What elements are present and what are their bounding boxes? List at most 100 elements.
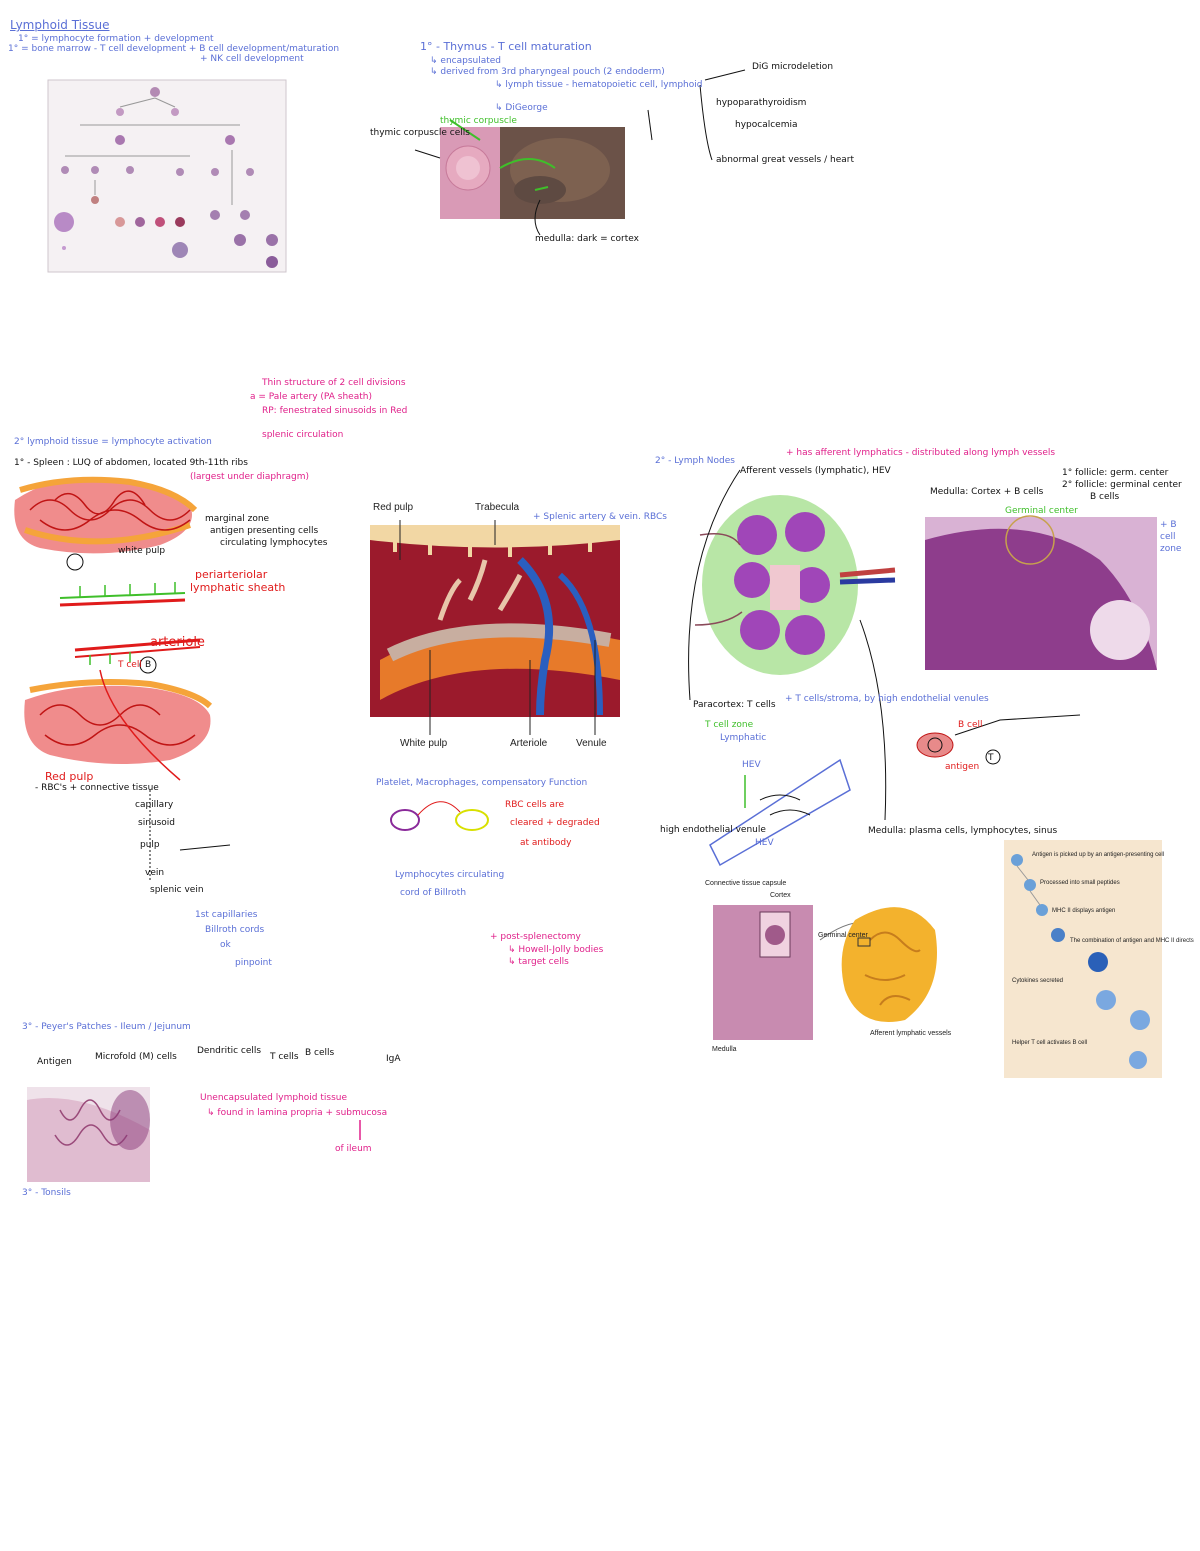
tonsils-heading: 3° - Tonsils: [22, 1188, 71, 1198]
spleen-chain-lines: [149, 790, 489, 880]
thymus-heading: 1° - Thymus - T cell maturation: [420, 40, 592, 53]
lymph-blue-right-2: cell: [1160, 532, 1176, 542]
lymph-fig-label-2: Cortex: [770, 892, 791, 899]
antigen-line-3: MHC II displays antigen: [1052, 908, 1116, 914]
spleen-bcell: B: [145, 660, 152, 670]
thymus-left-notes: thymic corpuscle cells: [370, 128, 470, 138]
spleen-marginal-2: antigen presenting cells: [210, 526, 319, 536]
fig-label-arteriole: Arteriole: [510, 738, 548, 749]
lymph-pink-heading: + has afferent lymphatics - distributed …: [786, 448, 1056, 458]
lymph-medulla-note-3: B cells: [1090, 492, 1120, 502]
lymph-fig-label-1: Connective tissue capsule: [705, 880, 787, 887]
fig-label-trabecula: Trabecula: [475, 502, 520, 513]
spleen-chain-3: pulp: [140, 840, 160, 850]
peyer-flow-2: Microfold (M) cells: [95, 1052, 177, 1062]
hematopoiesis-diagram: [47, 79, 287, 273]
spleen-top-note-1: Thin structure of 2 cell divisions: [262, 378, 406, 388]
spleen-pink-low-1: + post-splenectomy: [490, 932, 581, 942]
lymph-t-zone: T cell zone: [705, 720, 754, 730]
spleen-fig-note: + Splenic artery & vein. RBCs: [533, 512, 667, 522]
antigen-line-2: Processed into small peptides: [1040, 880, 1120, 886]
lymph-blue-right-1: + B: [1160, 520, 1177, 530]
lymph-blood-note-2: antigen: [945, 762, 980, 772]
spleen-marginal-3: circulating lymphocytes: [220, 538, 328, 548]
antigen-line-6: Helper T cell activates B cell: [1012, 1040, 1088, 1046]
thymus-img-label: thymic corpuscle: [440, 116, 517, 126]
page-title: Lymphoid Tissue: [10, 18, 110, 32]
fig-label-venule: Venule: [576, 738, 607, 749]
peyer-heading: 3° - Peyer's Patches - Ileum / Jejunum: [22, 1022, 191, 1032]
spleen-pals: periarteriolar: [195, 568, 268, 581]
fig-label-white-pulp: White pulp: [400, 738, 448, 749]
spleen-blue-bottom-4: pinpoint: [235, 958, 272, 968]
spleen-mid-blue: Platelet, Macrophages, compensatory Func…: [376, 778, 588, 788]
spleen-pink-low-2: ↳ Howell-Jolly bodies: [508, 945, 604, 955]
lymph-flow-2: HEV: [742, 760, 761, 770]
header-line-1: 1° = lymphocyte formation + development: [18, 34, 214, 44]
lymph-fig-label-3: Germinal center: [818, 932, 868, 939]
lymph-fig-label-4: Medulla: [712, 1046, 737, 1053]
spleen-pink-note: (largest under diaphragm): [190, 472, 309, 482]
spleen-sketch-top: [14, 476, 198, 607]
spleen-pink-low-3: ↳ target cells: [508, 957, 569, 967]
peyer-flow-4: T cells: [270, 1052, 299, 1062]
thymus-cardiac: abnormal great vessels / heart: [716, 155, 854, 165]
lymph-hev: HEV: [755, 838, 774, 848]
spleen-blue-bottom-2: Billroth cords: [205, 925, 265, 935]
spleen-sub-heading: 1° - Spleen : LUQ of abdomen, located 9t…: [14, 458, 248, 468]
thymus-hypocal: hypocalcemia: [735, 120, 798, 130]
spleen-mid-red-2: cleared + degraded: [510, 818, 600, 828]
spleen-chain-2: sinusoid: [138, 818, 176, 828]
lymph-cortex-note: + T cells/stroma, by high endothelial ve…: [785, 694, 989, 704]
spleen-pals-2: lymphatic sheath: [190, 581, 286, 594]
lymph-heading: 2° - Lymph Nodes: [655, 456, 735, 466]
spleen-figure: [370, 520, 620, 735]
lymph-medulla-bottom: Medulla: plasma cells, lymphocytes, sinu…: [868, 826, 1058, 836]
peyer-flow-1: Antigen: [37, 1057, 72, 1067]
thymus-line-3: ↳ lymph tissue - hematopoietic cell, lym…: [495, 80, 703, 90]
lymph-blue-right-3: zone: [1160, 544, 1182, 554]
spleen-tcell: T cell: [118, 660, 142, 670]
spleen-blue-mid2-2: cord of Billroth: [400, 888, 467, 898]
lymph-flow-3: high endothelial venule: [660, 825, 766, 835]
peyer-flow-6: IgA: [386, 1054, 401, 1064]
spleen-heading: 2° lymphoid tissue = lymphocyte activati…: [14, 437, 212, 447]
thymus-line-4: ↳ DiGeorge: [495, 103, 548, 113]
lymph-medulla-label: Medulla: Cortex + B cells: [930, 487, 1044, 497]
spleen-splenic-flow: splenic circulation: [262, 430, 344, 440]
thymus-line-2: ↳ derived from 3rd pharyngeal pouch (2 e…: [430, 67, 665, 77]
spleen-white-pulp: white pulp: [118, 546, 166, 556]
lymph-histology: [925, 515, 1157, 670]
lymph-node-figure: [688, 469, 896, 821]
antigen-diagram: [1004, 840, 1162, 1078]
lymph-green-note: Germinal center: [1005, 506, 1078, 516]
spleen-arteriole: arteriole: [150, 635, 205, 650]
peyer-pink-note-3: of ileum: [335, 1144, 372, 1154]
peyer-flow-5: B cells: [305, 1048, 335, 1058]
thymus-arrow-result: DiG microdeletion: [752, 62, 834, 72]
spleen-blue-bottom-1: 1st capillaries: [195, 910, 258, 920]
spleen-chain-4: vein: [145, 868, 165, 878]
thymus-arrows: [647, 69, 746, 161]
spleen-chain-1: capillary: [135, 800, 174, 810]
spleen-red-pulp-sub: - RBC's + connective tissue: [35, 783, 159, 793]
spleen-marginal-1: marginal zone: [205, 514, 270, 524]
thymus-footer: medulla: dark = cortex: [535, 234, 639, 244]
lymph-sub: Afferent vessels (lymphatic), HEV: [740, 466, 891, 476]
fig-label-red-pulp: Red pulp: [373, 502, 414, 513]
peyer-histology: [27, 1087, 361, 1182]
spleen-blue-bottom-3: ok: [220, 940, 231, 950]
spleen-top-note-2: a = Pale artery (PA sheath): [250, 392, 372, 402]
lymph-flow-1: Lymphatic: [720, 733, 767, 743]
header-line-3: + NK cell development: [200, 54, 304, 64]
antigen-line-1: Antigen is picked up by an antigen-prese…: [1032, 852, 1165, 858]
thymus-histology: [414, 119, 625, 236]
lymph-lower-figure: [705, 878, 937, 1043]
lymph-medulla-note-2: 2° follicle: germinal center: [1062, 480, 1182, 490]
peyer-flow-3: Dendritic cells: [197, 1046, 262, 1056]
spleen-mid-red-3: at antibody: [520, 838, 572, 848]
antigen-line-5: Cytokines secreted: [1012, 978, 1064, 984]
spleen-mid-red-1: RBC cells are: [505, 800, 565, 810]
lymph-blood-note-1: B cell: [958, 720, 983, 730]
